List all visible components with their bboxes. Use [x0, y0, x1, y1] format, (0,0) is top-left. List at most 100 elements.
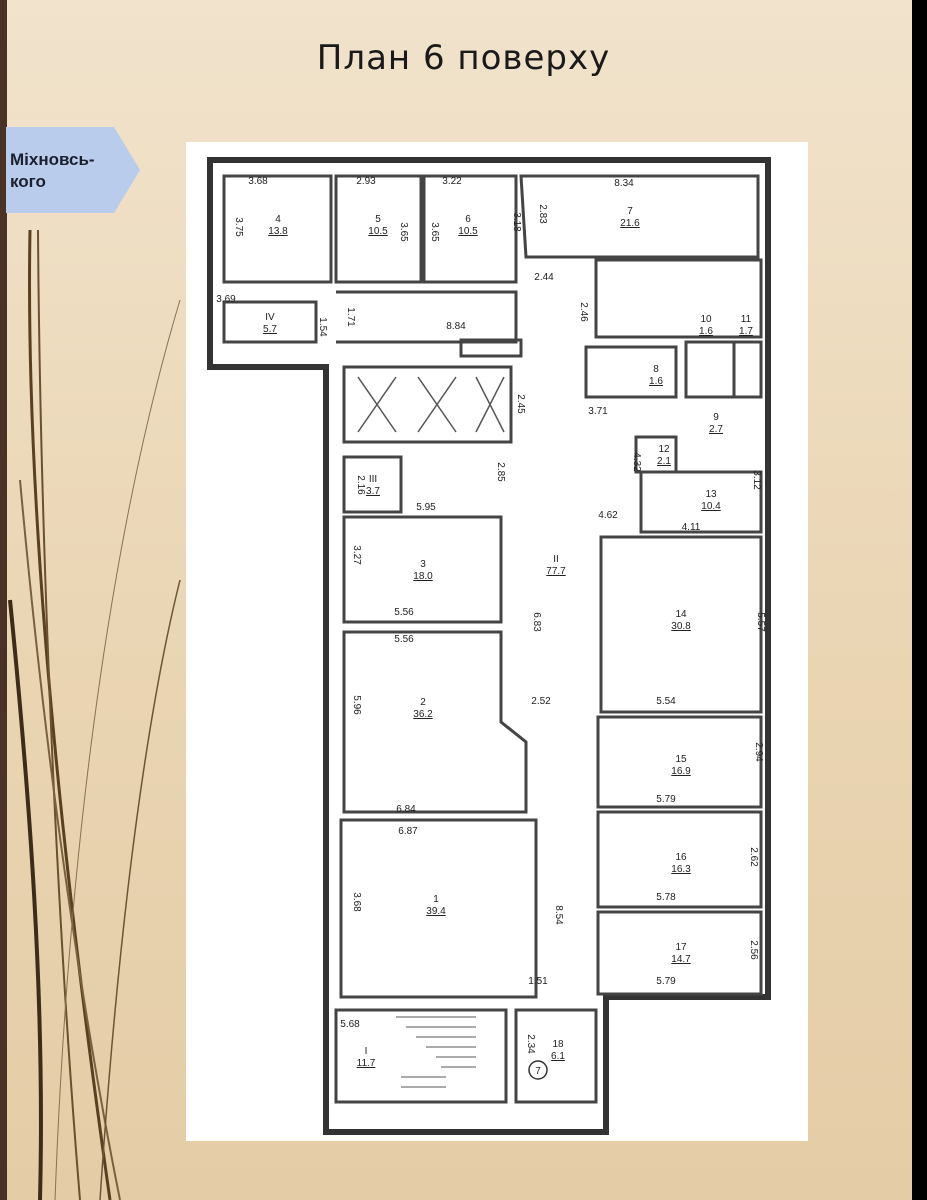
dimension-label-44: 2.34: [525, 1034, 536, 1054]
dimension-label-12: 1.54: [317, 317, 328, 337]
room-area-7: 1.6: [649, 376, 663, 387]
dimension-label-34: 6.84: [396, 804, 416, 815]
room-area-14: 30.8: [671, 621, 691, 632]
room-area-11: 3.7: [366, 486, 380, 497]
room-number-10: 13: [705, 489, 717, 500]
dimension-label-11: 3.69: [216, 294, 236, 305]
dimension-label-15: 3.71: [588, 406, 608, 417]
room-number-17: 16: [675, 852, 687, 863]
outer-wall: [207, 157, 771, 1135]
dimension-label-20: 3.12: [751, 470, 762, 490]
dimension-label-38: 8.54: [553, 905, 564, 925]
dimension-label-9: 2.44: [534, 272, 554, 283]
room-number-15: 2: [420, 697, 426, 708]
dimension-label-36: 2.62: [748, 847, 759, 867]
room-area-17: 16.3: [671, 864, 691, 875]
room-number-1: 5: [375, 214, 381, 225]
room-area-1: 10.5: [368, 226, 388, 237]
room-number-18: 1: [433, 894, 439, 905]
dimension-label-17: 4.32: [631, 452, 642, 472]
room-number-8: 9: [713, 412, 719, 423]
dimension-label-40: 2.56: [748, 940, 759, 960]
left-edge-bar: [0, 0, 7, 1200]
dimension-label-41: 1.51: [528, 976, 548, 987]
room-area-2: 10.5: [458, 226, 478, 237]
street-name: Міхновсь-кого: [10, 150, 95, 191]
room-number-12: 3: [420, 559, 426, 570]
room-area-12: 18.0: [413, 571, 433, 582]
dimension-label-23: 4.11: [682, 522, 701, 533]
dimension-label-4: 3.75: [233, 217, 244, 237]
room-area-16: 16.9: [671, 766, 691, 777]
room-number-14: 14: [675, 609, 687, 620]
dimension-label-39: 5.78: [656, 892, 676, 903]
dimension-label-37: 3.68: [351, 892, 362, 912]
room-number-0: 4: [275, 214, 281, 225]
room-number-6: 11: [741, 314, 752, 325]
room-area-19: 14.7: [671, 954, 691, 965]
dimension-label-31: 5.96: [351, 695, 362, 715]
dimension-label-42: 5.79: [656, 976, 676, 987]
dimension-label-6: 3.65: [429, 222, 440, 242]
street-tag: Міхновсь-кого: [6, 125, 141, 215]
room-number-21: 18: [552, 1039, 564, 1050]
dimension-label-19: 2.85: [495, 462, 506, 482]
dimension-label-32: 2.94: [753, 742, 764, 762]
room-number-4: IV: [265, 312, 275, 323]
dimension-label-3: 8.34: [614, 178, 634, 189]
dimension-label-2: 3.22: [442, 176, 462, 187]
stair-mark-circle: [528, 1060, 548, 1080]
dimension-label-18: 2.16: [355, 475, 366, 495]
room-area-4: 5.7: [263, 324, 277, 335]
room-number-13: II: [553, 554, 559, 565]
dimension-label-5: 3.65: [398, 222, 409, 242]
room-area-21: 6.1: [551, 1051, 565, 1062]
dimension-label-13: 1.71: [345, 307, 356, 327]
dimension-label-21: 5.95: [416, 502, 436, 513]
room-number-5: 10: [700, 314, 712, 325]
dimension-label-22: 4.62: [598, 510, 618, 521]
dimension-label-24: 3.27: [351, 545, 362, 565]
dimension-label-43: 5.68: [340, 1019, 360, 1030]
dimension-label-28: 5.57: [755, 612, 766, 632]
right-edge-bar: [912, 0, 927, 1200]
dimension-label-10: 2.46: [578, 302, 589, 322]
room-number-19: 17: [675, 942, 687, 953]
room-area-8: 2.7: [709, 424, 723, 435]
dimension-label-35: 6.87: [398, 826, 418, 837]
dimension-label-26: 5.56: [394, 607, 414, 618]
page-title: План 6 поверху: [316, 38, 611, 78]
room-number-16: 15: [675, 754, 687, 765]
stair-mark: 7: [535, 1066, 541, 1077]
dimension-label-0: 3.68: [248, 176, 268, 187]
room-area-9: 2.1: [657, 456, 671, 467]
room-area-3: 21.6: [620, 218, 640, 229]
room-area-20: 11.7: [357, 1058, 376, 1069]
dimension-label-16: 2.45: [515, 394, 526, 414]
room-area-18: 39.4: [426, 906, 446, 917]
room-number-2: 6: [465, 214, 471, 225]
dimension-label-7: 3.18: [511, 212, 522, 232]
dimension-label-29: 2.52: [531, 696, 551, 707]
dimension-label-14: 8.84: [446, 321, 466, 332]
room-number-11: III: [369, 474, 377, 485]
dimension-label-8: 2.83: [537, 204, 548, 224]
room-area-15: 36.2: [413, 709, 433, 720]
room-number-3: 7: [627, 206, 633, 217]
dimension-label-33: 5.79: [656, 794, 676, 805]
dimension-label-27: 5.56: [394, 634, 414, 645]
floor-plan: 7 413.8510.5610.5721.6IV5.7101.6111.781.…: [207, 157, 771, 1135]
dimension-label-30: 5.54: [656, 696, 676, 707]
dimension-label-25: 6.83: [531, 612, 542, 632]
room-number-7: 8: [653, 364, 659, 375]
room-number-20: I: [365, 1046, 368, 1057]
room-number-9: 12: [658, 444, 670, 455]
room-area-6: 1.7: [739, 326, 753, 337]
room-area-13: 77.7: [546, 566, 566, 577]
street-tag-arrow-shape: [6, 127, 140, 213]
dimension-label-1: 2.93: [356, 176, 376, 187]
room-area-0: 13.8: [268, 226, 288, 237]
room-area-10: 10.4: [701, 501, 721, 512]
